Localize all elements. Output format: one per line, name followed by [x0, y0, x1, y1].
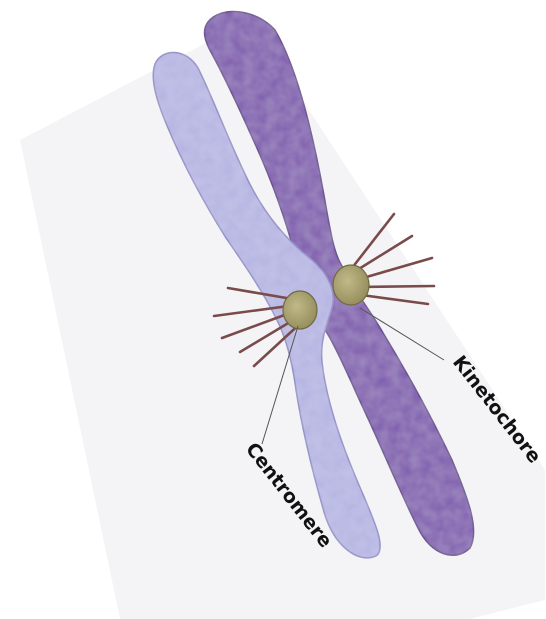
- right-kinetochore: [333, 265, 369, 305]
- left-kinetochore: [283, 291, 317, 329]
